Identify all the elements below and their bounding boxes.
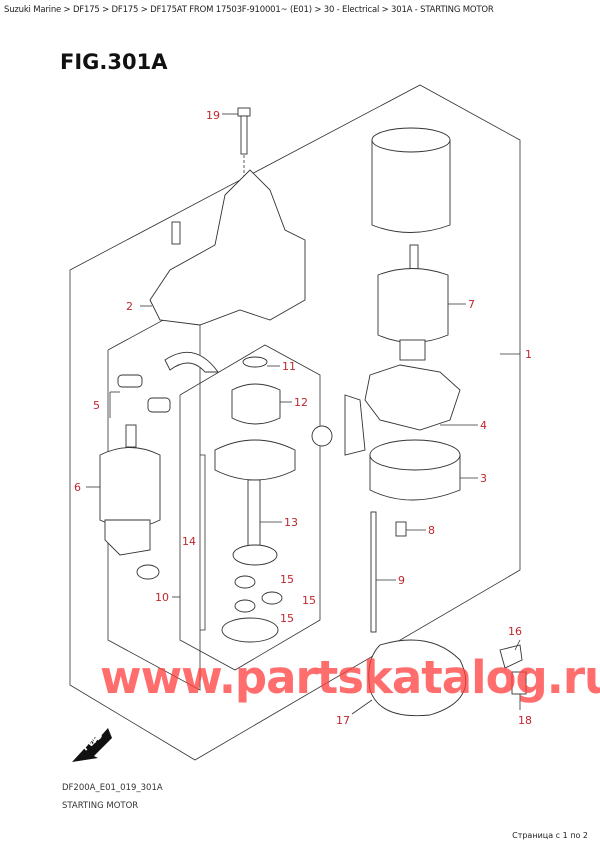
callout-2[interactable]: 2 xyxy=(126,300,133,313)
inner-frame-center xyxy=(179,344,321,671)
shaft-13 xyxy=(247,479,261,551)
watermark: www.partskatalog.ru xyxy=(100,651,600,704)
callout-5[interactable]: 5 xyxy=(93,399,100,412)
callout-11[interactable]: 11 xyxy=(282,360,296,373)
callout-10[interactable]: 10 xyxy=(155,591,169,604)
drawing-code: DF200A_E01_019_301A xyxy=(62,783,163,793)
housing-2 xyxy=(149,169,306,326)
callout-19[interactable]: 19 xyxy=(206,109,220,122)
callout-7[interactable]: 7 xyxy=(468,298,475,311)
planet-gear-15c xyxy=(234,599,256,613)
clamp-17 xyxy=(368,639,467,717)
callout-16[interactable]: 16 xyxy=(508,625,522,638)
part-5b xyxy=(147,397,171,413)
callout-14[interactable]: 14 xyxy=(182,535,196,548)
callout-3[interactable]: 3 xyxy=(480,472,487,485)
figure-title: FIG.301A xyxy=(60,50,168,74)
callout-4[interactable]: 4 xyxy=(480,419,487,432)
breadcrumb[interactable]: Suzuki Marine > DF175 > DF175 > DF175AT … xyxy=(4,5,494,15)
fwd-arrow-icon: FWD xyxy=(72,728,112,762)
callout-15b[interactable]: 15 xyxy=(302,594,316,607)
solenoid-6 xyxy=(99,424,161,556)
bolt-18 xyxy=(511,671,527,695)
callout-17[interactable]: 17 xyxy=(336,714,350,727)
armature-7 xyxy=(377,244,449,361)
planet-gear-15a xyxy=(234,575,256,589)
brush-holder-4 xyxy=(364,364,461,431)
bolt-19 xyxy=(237,107,251,155)
callout-18[interactable]: 18 xyxy=(518,714,532,727)
callout-8[interactable]: 8 xyxy=(428,524,435,537)
callout-15a[interactable]: 15 xyxy=(280,573,294,586)
planet-gear-15b xyxy=(261,591,283,605)
callout-15c[interactable]: 15 xyxy=(280,612,294,625)
ring-11 xyxy=(242,356,268,368)
part-5a xyxy=(117,374,143,388)
through-bolt-9 xyxy=(370,511,377,633)
callout-1[interactable]: 1 xyxy=(525,348,532,361)
pinion-12 xyxy=(231,383,281,425)
callout-6[interactable]: 6 xyxy=(74,481,81,494)
callout-9[interactable]: 9 xyxy=(398,574,405,587)
drawing-title: STARTING MOTOR xyxy=(62,801,139,811)
callout-12[interactable]: 12 xyxy=(294,396,308,409)
callout-13[interactable]: 13 xyxy=(284,516,298,529)
assembly-frame xyxy=(69,84,521,761)
pagination: Страница с 1 по 2 xyxy=(512,831,588,840)
